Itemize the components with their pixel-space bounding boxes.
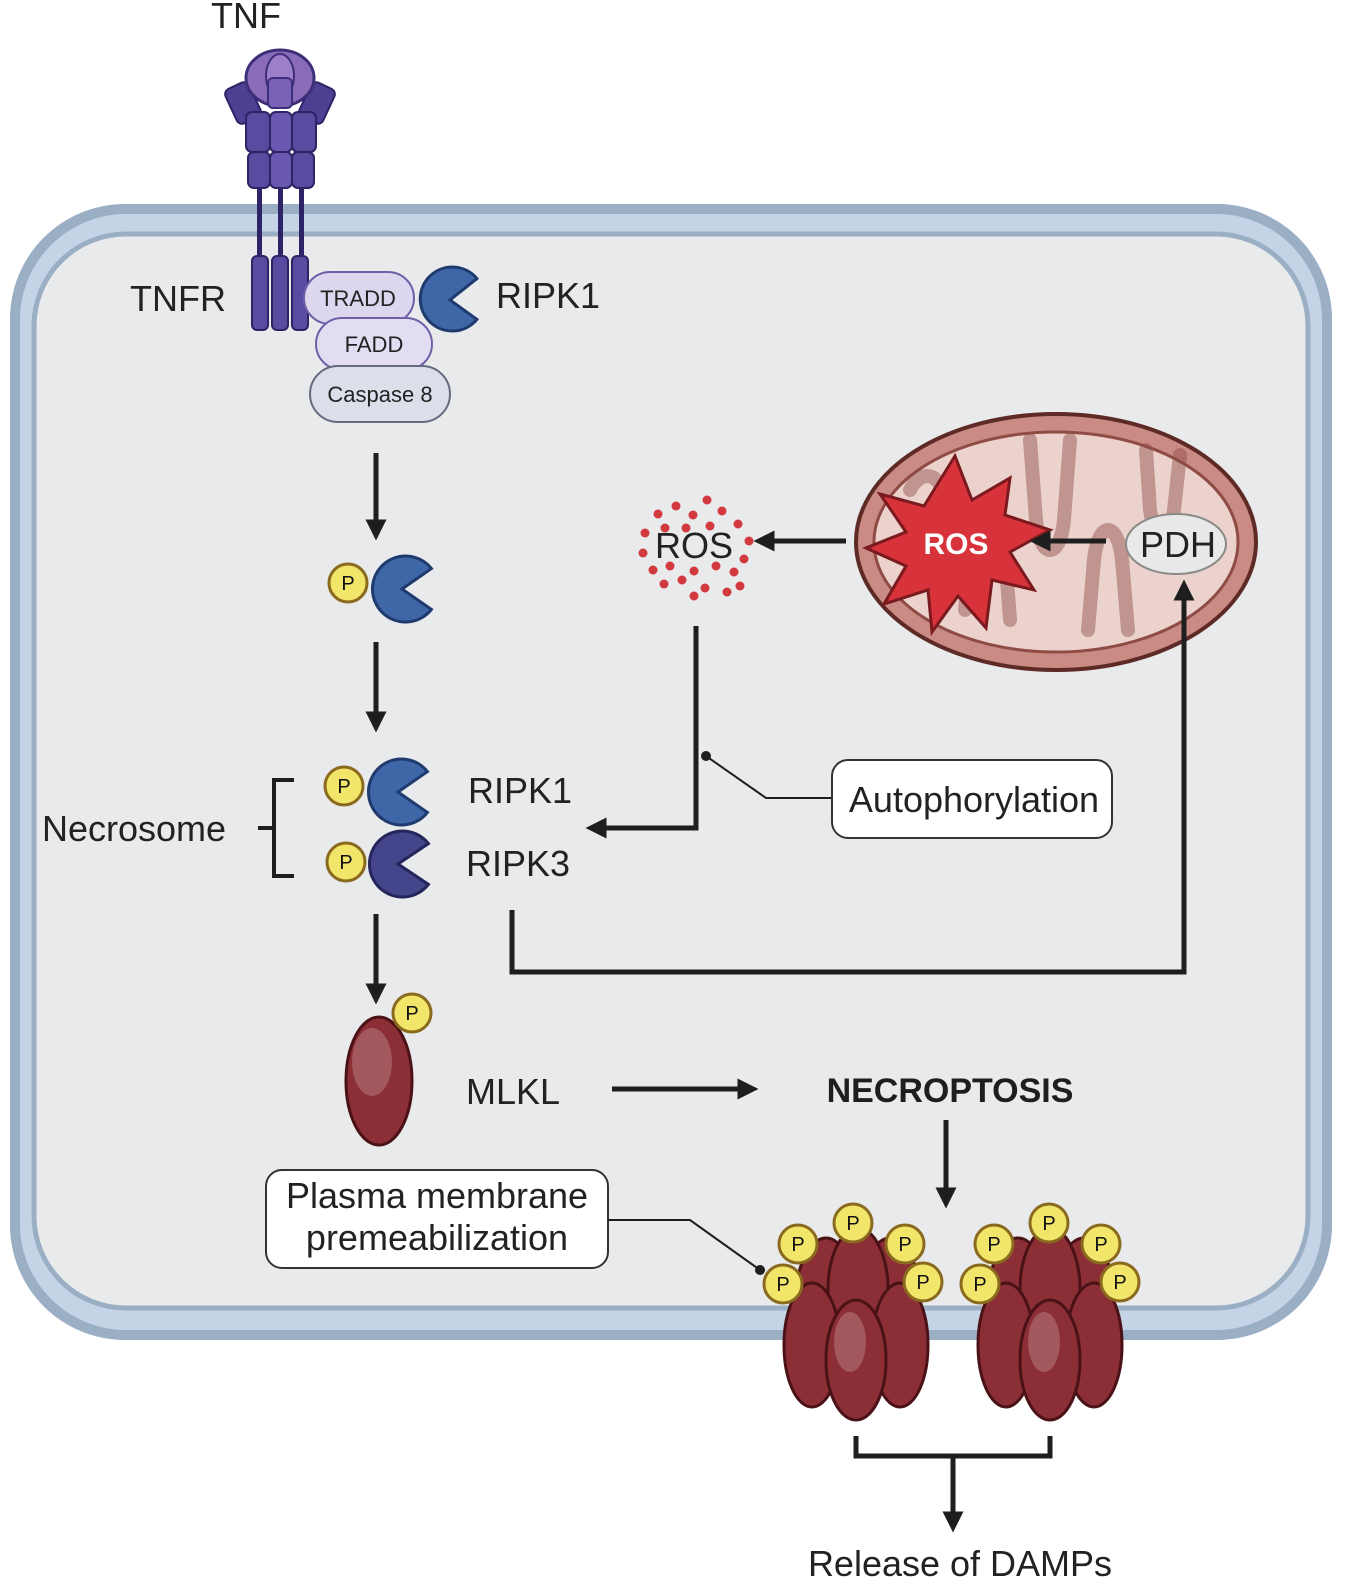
release-damps-label: Release of DAMPs (808, 1543, 1112, 1584)
phospho-badge: P (1099, 1261, 1141, 1303)
release-bracket (853, 1436, 1053, 1459)
svg-text:P: P (337, 776, 350, 798)
phospho-badge: P (832, 1202, 874, 1244)
ripk1-label: RIPK1 (468, 770, 572, 811)
ros-burst-label: ROS (923, 528, 988, 561)
phospho-badge: P (884, 1223, 926, 1265)
ros-cloud-icon (638, 495, 754, 601)
phospho-badge: P (391, 992, 433, 1034)
tradd-protein: TRADD (303, 271, 415, 325)
necrosome-complex: P P (258, 757, 431, 899)
mlkl-pore-left: P P P P P (762, 1202, 944, 1422)
phospho-ripk1: P (327, 554, 434, 624)
callout-line (705, 755, 832, 799)
cytoplasm (31, 231, 1311, 1311)
svg-text:P: P (916, 1272, 929, 1294)
svg-text:P: P (405, 1003, 418, 1025)
phospho-badge: P (959, 1263, 1001, 1305)
fadd-protein: FADD (315, 317, 433, 371)
svg-text:P: P (339, 852, 352, 874)
arrow-ros-to-necrosome (585, 626, 699, 839)
necrosome-bracket (258, 778, 294, 878)
plasma-membrane-line1: Plasma membrane (286, 1175, 588, 1216)
pdh-label: PDH (1140, 524, 1216, 565)
ripk1-pacman-icon (418, 265, 480, 333)
phospho-badge: P (902, 1261, 944, 1303)
fadd-label: FADD (345, 332, 404, 357)
tnf-label: TNF (211, 0, 281, 36)
phospho-badge: P (323, 765, 365, 807)
phospho-badge: P (1080, 1223, 1122, 1265)
plasma-membrane-line2: premeabilization (306, 1217, 568, 1258)
necrosome-label: Necrosome (42, 808, 226, 849)
mlkl-pore-right: P P P P P (959, 1202, 1141, 1422)
plasma-callout-dot (755, 1265, 765, 1275)
autophorylation-box (831, 759, 1113, 839)
ros-starburst-icon (862, 452, 1054, 637)
phospho-badge: P (325, 841, 367, 883)
ripk1-top-label: RIPK1 (496, 275, 600, 316)
tradd-label: TRADD (320, 286, 396, 311)
cell-membrane (10, 204, 1332, 1340)
mlkl-protein: P (344, 992, 433, 1147)
plasma-callout-line (608, 1219, 761, 1271)
phospho-badge: P (777, 1223, 819, 1265)
caspase8-protein: Caspase 8 (309, 365, 451, 423)
ripk1-pacman-icon (371, 554, 434, 624)
autophorylation-label: Autophorylation (849, 779, 1099, 820)
svg-text:P: P (987, 1234, 1000, 1256)
tnf-ligand (224, 48, 336, 125)
ripk1-pacman-icon (367, 757, 430, 827)
arrow-ripk3-to-pdh (509, 579, 1195, 975)
phospho-badge: P (1028, 1202, 1070, 1244)
mlkl-label: MLKL (466, 1071, 560, 1112)
svg-text:P: P (1094, 1234, 1107, 1256)
svg-text:P: P (791, 1234, 804, 1256)
svg-text:P: P (1113, 1272, 1126, 1294)
tnfr-label: TNFR (130, 278, 226, 319)
svg-text:P: P (776, 1274, 789, 1296)
phospho-badge: P (327, 562, 369, 604)
svg-text:P: P (341, 573, 354, 595)
ros-cloud-label: ROS (655, 525, 733, 566)
caspase8-label: Caspase 8 (327, 382, 432, 407)
ripk3-pacman-icon (368, 829, 431, 899)
pdh-enzyme (1125, 513, 1227, 575)
svg-text:P: P (973, 1274, 986, 1296)
necroptosis-label: NECROPTOSIS (827, 1072, 1074, 1110)
svg-text:P: P (898, 1234, 911, 1256)
ripk3-label: RIPK3 (466, 843, 570, 884)
phospho-badge: P (973, 1223, 1015, 1265)
svg-text:P: P (846, 1213, 859, 1235)
tnfr-receptor (245, 111, 317, 331)
phospho-badge: P (762, 1263, 804, 1305)
svg-text:P: P (1042, 1213, 1055, 1235)
